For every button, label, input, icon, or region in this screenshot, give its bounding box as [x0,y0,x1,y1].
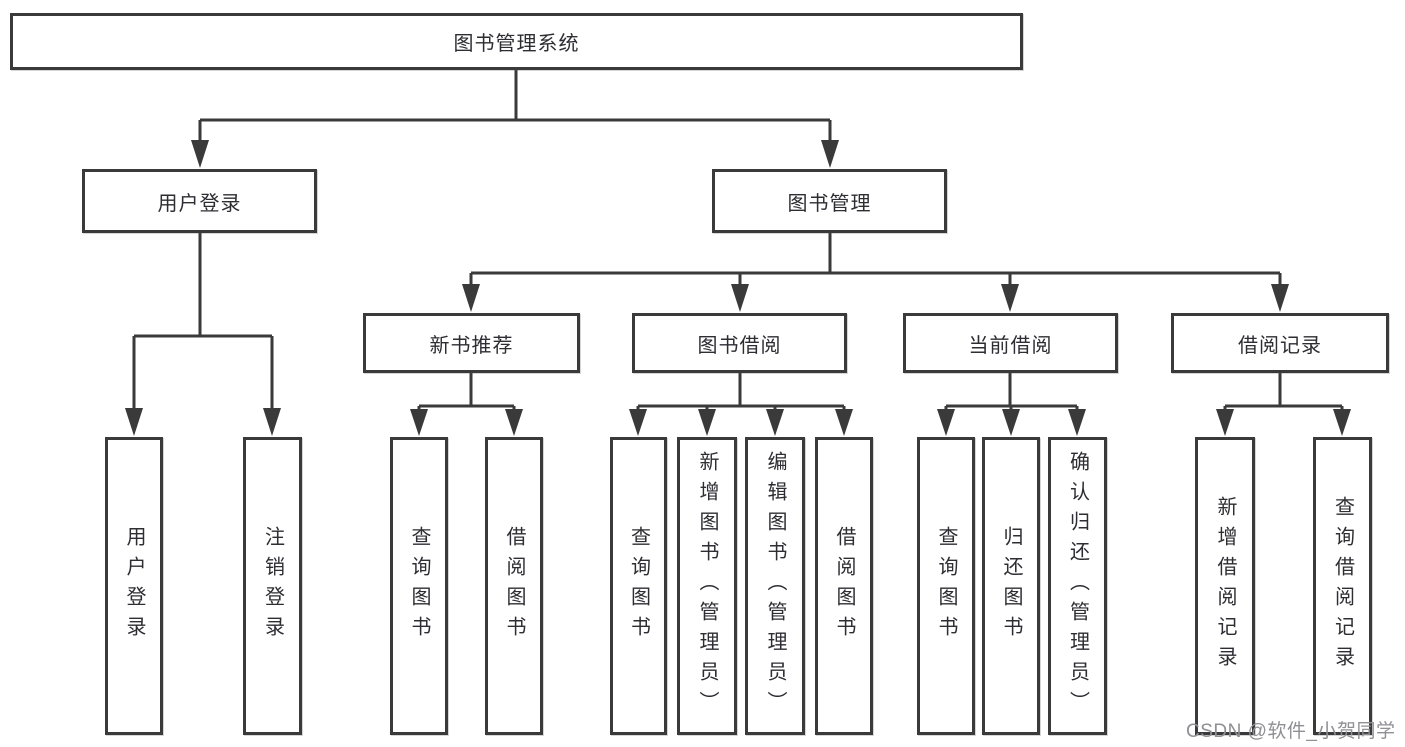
node-new-book-recommend-label: 新书推荐 [429,334,514,357]
node-borrow-record-label: 借阅记录 [1238,334,1322,357]
node-current-borrow: 当前借阅 [903,313,1118,373]
leaf-borrow-books-label: 借阅图书 [833,526,855,646]
csdn-watermark: CSDN @软件_小贺同学 [1186,721,1396,742]
leaf-add-borrow-record: 新增借阅记录 [1195,437,1255,735]
node-book-borrow-label: 图书借阅 [697,334,782,357]
leaf-add-borrow-record-label: 新增借阅记录 [1214,496,1236,676]
node-user-login-label: 用户登录 [157,192,242,215]
leaf-logout-label: 注销登录 [261,526,284,646]
leaf-query-borrow-record-label: 查询借阅记录 [1331,496,1354,676]
leaf-add-books-admin-label: 新增图书（管理员） [696,451,718,721]
leaf-query-books-current: 查询图书 [917,437,975,735]
node-book-management-label: 图书管理 [787,192,872,215]
leaf-confirm-return-admin: 确认归还（管理员） [1048,437,1107,735]
leaf-edit-books-admin: 编辑图书（管理员） [745,437,805,735]
leaf-logout: 注销登录 [243,437,302,735]
node-book-borrow: 图书借阅 [632,313,847,373]
leaf-add-books-admin: 新增图书（管理员） [677,437,737,735]
node-root-library-management-system: 图书管理系统 [10,13,1023,70]
leaf-query-borrow-record: 查询借阅记录 [1313,437,1372,735]
node-new-book-recommend: 新书推荐 [363,313,580,373]
leaf-query-books-recommend: 查询图书 [390,437,448,735]
leaf-query-books-current-label: 查询图书 [935,526,957,646]
node-root-label: 图书管理系统 [453,33,580,55]
leaf-borrow-books-recommend: 借阅图书 [485,437,543,735]
leaf-edit-books-admin-label: 编辑图书（管理员） [764,451,786,721]
leaf-confirm-return-admin-label: 确认归还（管理员） [1066,451,1089,721]
leaf-query-books-borrow-label: 查询图书 [627,526,650,646]
leaf-user-login-label: 用户登录 [123,526,145,646]
leaf-borrow-books: 借阅图书 [815,437,873,735]
node-current-borrow-label: 当前借阅 [968,334,1053,357]
leaf-query-books-recommend-label: 查询图书 [408,526,430,646]
node-book-management: 图书管理 [712,169,947,233]
node-borrow-record: 借阅记录 [1171,313,1389,373]
leaf-return-books: 归还图书 [982,437,1040,735]
leaf-return-books-label: 归还图书 [1000,526,1022,646]
leaf-user-login: 用户登录 [105,437,163,735]
leaf-query-books-borrow: 查询图书 [610,437,667,735]
leaf-borrow-books-recommend-label: 借阅图书 [503,526,525,646]
node-user-login: 用户登录 [82,169,317,233]
